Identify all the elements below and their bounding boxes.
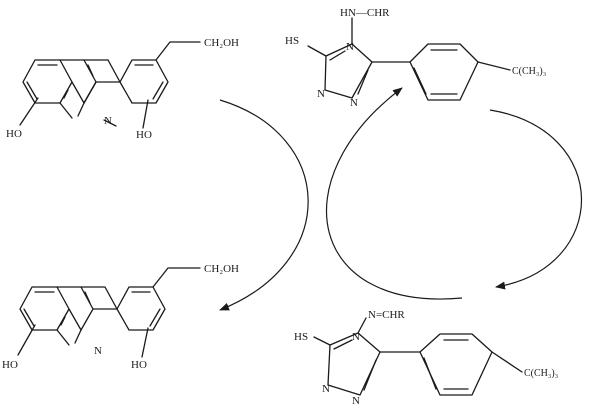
acridine-top-ho-right-label: HO (136, 129, 152, 141)
acridine-bottom (17, 267, 201, 358)
triazole-top-hs-label: HS (285, 35, 299, 47)
triazole-bottom-hs-label: HS (294, 331, 308, 343)
triazole-bottom-n-chr-label: N=CHR (368, 309, 405, 321)
triazole-bottom-n-upper-label: N (352, 331, 360, 343)
acridine-top-ch2oh-label: CH₂OH (204, 37, 239, 49)
acridine-bottom-ho-left-label: HO (2, 359, 18, 371)
triazole-top-tbu-label: C(CH₃)₃ (512, 66, 546, 77)
triazole-top-n-lower-right-label: N (350, 97, 358, 109)
acridine-top-ho-left-label: HO (6, 128, 22, 140)
triazole-bottom (313, 317, 523, 396)
arrow-cycle-to-triazole-top (325, 87, 463, 300)
triazole-bottom-n-lower-right-label: N (352, 395, 360, 407)
triazole-top-n-upper-label: N (346, 41, 354, 53)
acridine-top (19, 41, 201, 129)
acridine-bottom-ho-right-label: HO (131, 359, 147, 371)
acridine-bottom-ch2oh-label: CH₂OH (204, 263, 239, 275)
triazole-bottom-tbu-label: C(CH₃)₃ (524, 368, 558, 379)
triazole-top-nh-chr-label: HN—CHR (340, 7, 390, 19)
arrow-acridine-top-to-bottom (219, 99, 309, 311)
acridine-top-n-label: N (104, 115, 112, 127)
triazole-top-n-lower-left-label: N (317, 88, 325, 100)
arrow-triazole-top-to-bottom (489, 109, 583, 290)
triazole-bottom-n-lower-left-label: N (322, 383, 330, 395)
acridine-bottom-n-label: N (94, 345, 102, 357)
triazole-top (307, 17, 511, 101)
